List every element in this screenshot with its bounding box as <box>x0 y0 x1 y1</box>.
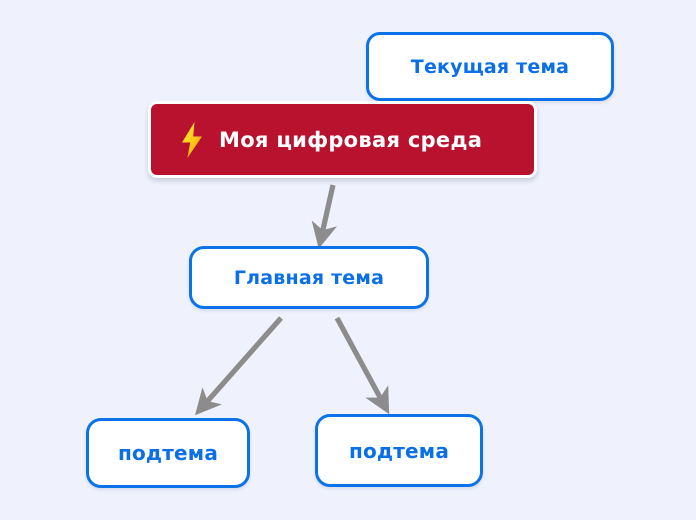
edge-root-to-main <box>311 184 338 249</box>
edge-main-to-sub-right <box>334 316 390 415</box>
edge-main-to-sub-left <box>195 316 283 416</box>
node-main-topic[interactable]: Главная тема <box>189 246 429 309</box>
node-root-label: Моя цифровая среда <box>219 127 483 152</box>
node-subtopic-left[interactable]: подтема <box>86 418 250 488</box>
lightning-bolt-icon <box>182 121 202 158</box>
node-subtopic-right-label: подтема <box>348 438 450 463</box>
node-subtopic-left-label: подтема <box>117 441 219 465</box>
node-root-my-digital-environment[interactable]: Моя цифровая среда <box>148 101 537 178</box>
node-main-topic-label: Главная тема <box>233 266 385 289</box>
node-current-topic-label: Текущая тема <box>410 55 570 78</box>
node-subtopic-right[interactable]: подтема <box>315 414 483 487</box>
node-current-topic[interactable]: Текущая тема <box>366 32 614 101</box>
